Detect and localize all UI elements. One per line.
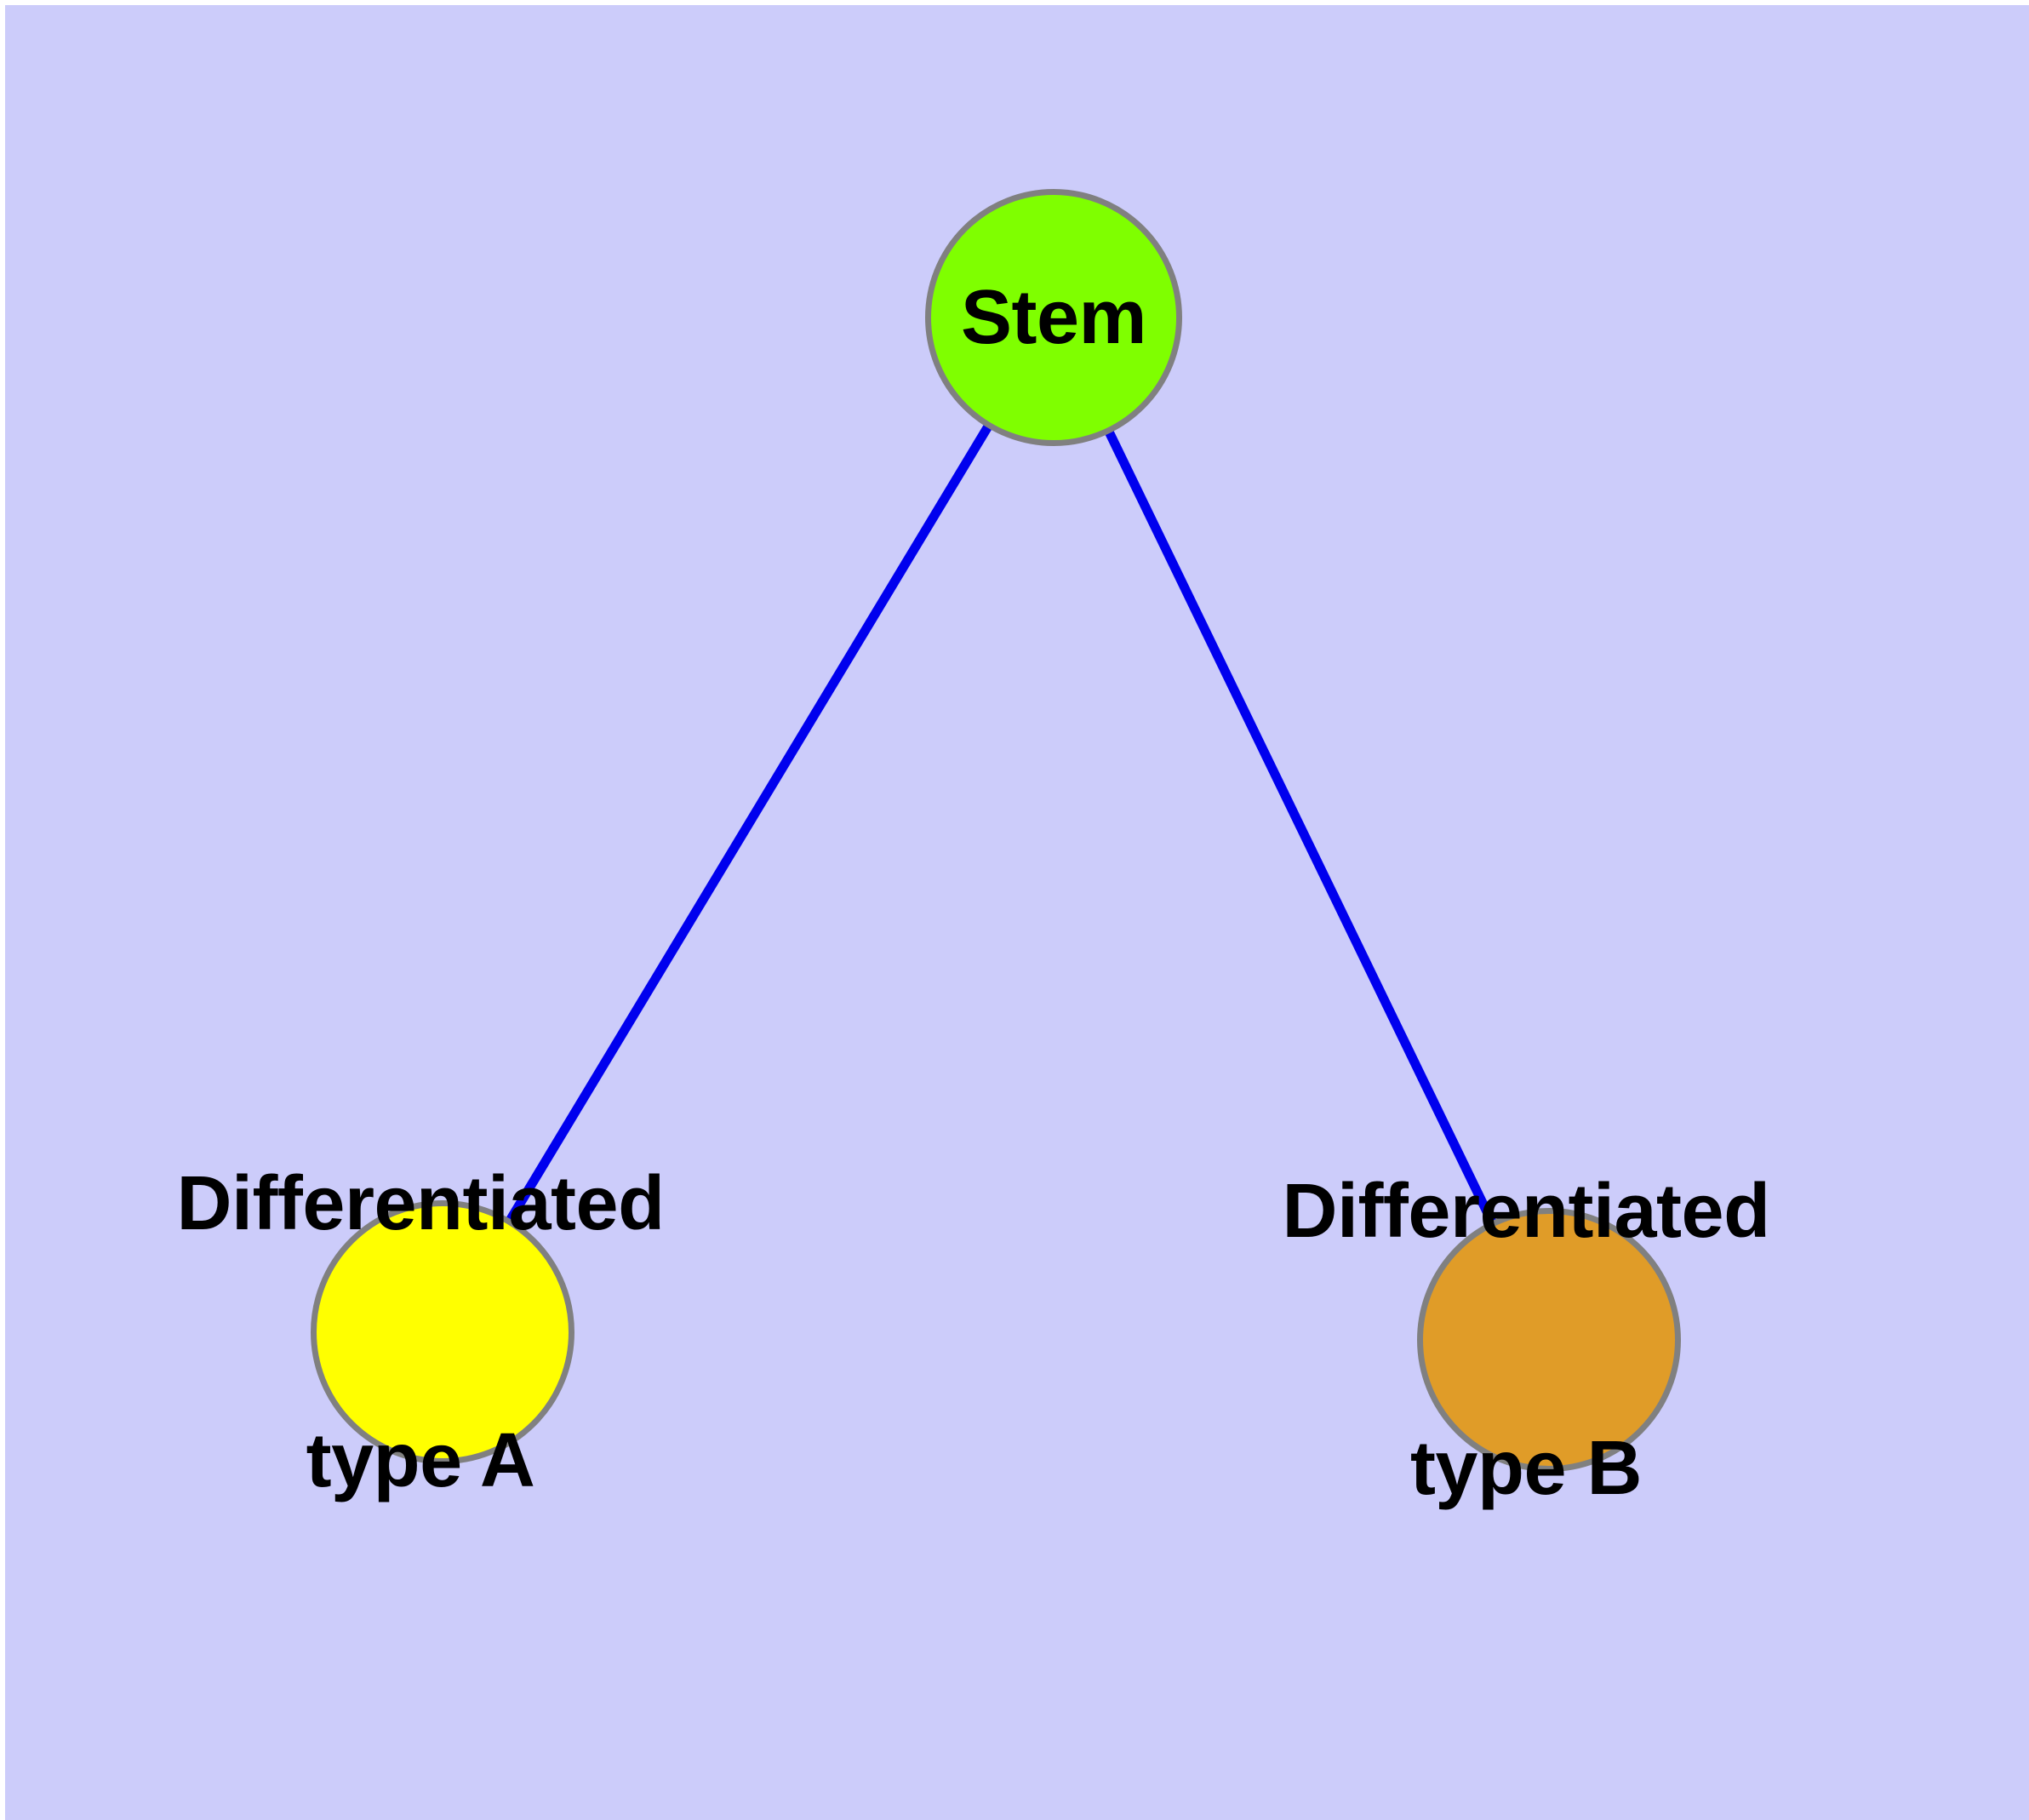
node-circle-differentiated-type-a[interactable]	[311, 1200, 574, 1464]
nodes-layer	[311, 189, 1681, 1472]
edges-layer	[438, 315, 1553, 1342]
edge-stem-to-differentiated-type-a	[438, 315, 1058, 1335]
node-circle-stem[interactable]	[925, 189, 1182, 446]
edge-stem-to-differentiated-type-b	[1049, 315, 1553, 1342]
node-circle-differentiated-type-b[interactable]	[1417, 1208, 1681, 1472]
